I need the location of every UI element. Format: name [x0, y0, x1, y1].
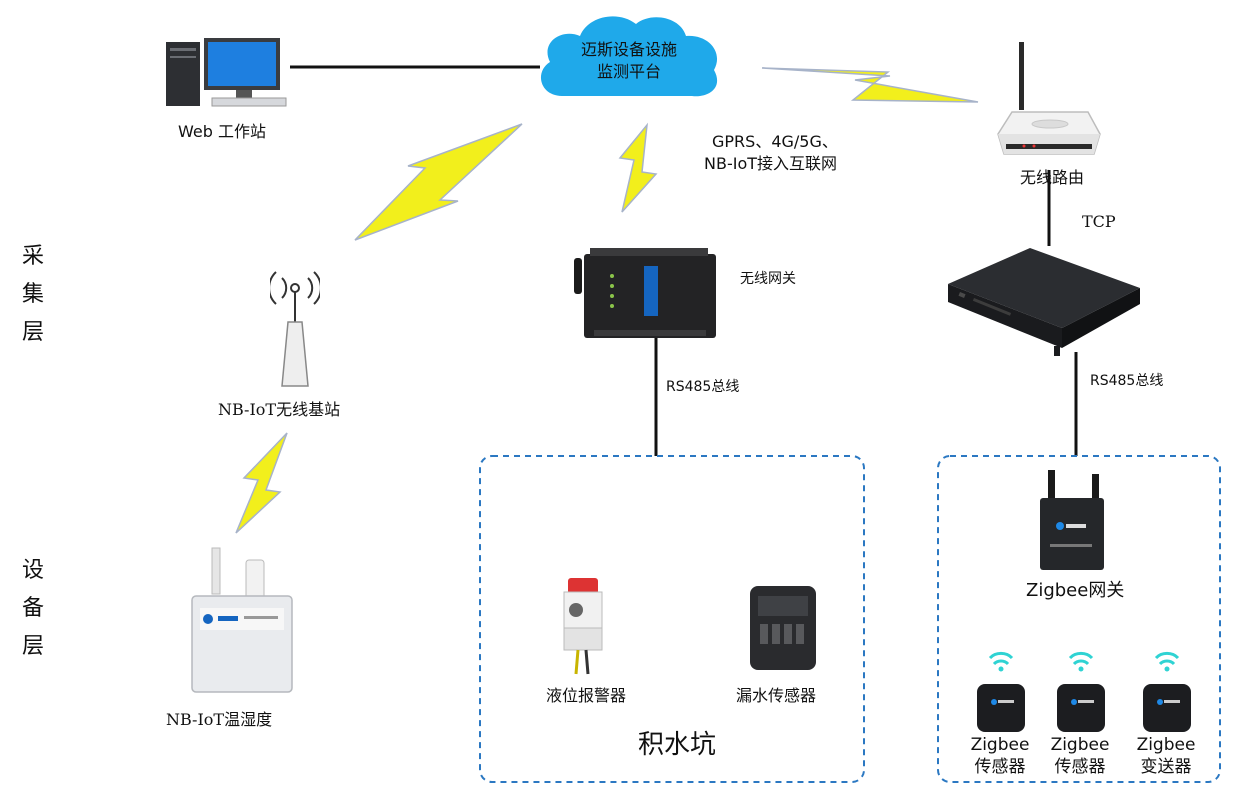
zigbee-device-1 — [974, 644, 1028, 738]
nb-sensor-label: NB-IoT温湿度 — [166, 710, 273, 729]
zigbee-device-2-label: Zigbee 传感器 — [1046, 734, 1114, 778]
lightning-bolt-cloud-router — [761, 67, 979, 103]
tcp-label: TCP — [1082, 212, 1116, 231]
zigbee-device-2-line1: Zigbee — [1050, 735, 1110, 755]
zigbee-device-1-line1: Zigbee — [970, 735, 1030, 755]
lightning-bolt-cloud-nb — [354, 123, 523, 241]
device-layer-label: 设备层 — [21, 558, 44, 659]
leak-sensor-label: 漏水传感器 — [736, 686, 817, 705]
workstation-icon — [166, 38, 287, 107]
rs485-right-label: RS485总线 — [1090, 373, 1164, 389]
network-label-line2: NB-IoT接入互联网 — [704, 154, 838, 173]
cloud-title-line2: 监测平台 — [596, 62, 661, 81]
workstation-label: Web 工作站 — [178, 122, 266, 141]
zigbee-device-1-line2: 传感器 — [974, 757, 1026, 777]
base-station-icon — [270, 271, 320, 387]
gateway-label: 无线网关 — [740, 271, 796, 287]
router-icon — [997, 42, 1101, 155]
zigbee-device-2 — [1054, 644, 1108, 738]
pit-title: 积水坑 — [638, 730, 717, 760]
zigbee-device-3 — [1140, 644, 1194, 738]
zigbee-gateway-label: Zigbee网关 — [1026, 580, 1125, 601]
zigbee-sensor-icon — [1057, 651, 1105, 732]
nb-sensor-icon — [191, 547, 293, 693]
leak-sensor-icon — [750, 586, 816, 670]
network-label-line1: GPRS、4G/5G、 — [712, 132, 838, 151]
zigbee-device-3-line2: 变送器 — [1140, 757, 1192, 777]
zigbee-device-1-label: Zigbee 传感器 — [966, 734, 1034, 778]
zigbee-gateway-icon — [1040, 470, 1104, 570]
zigbee-sensor-icon — [977, 651, 1025, 732]
zigbee-device-3-label: Zigbee 变送器 — [1132, 734, 1200, 778]
cloud-icon — [540, 16, 718, 97]
collect-layer-label: 采集层 — [21, 244, 44, 345]
rs485-left-label: RS485总线 — [666, 379, 740, 395]
server-icon — [948, 248, 1140, 356]
cloud-title-line1: 迈斯设备设施 — [580, 40, 677, 59]
level-alarm-icon — [563, 578, 603, 675]
level-alarm-label: 液位报警器 — [546, 686, 627, 705]
zigbee-device-3-line1: Zigbee — [1136, 735, 1196, 755]
lightning-bolt-cloud-gateway — [618, 122, 658, 213]
zigbee-transmitter-icon — [1143, 651, 1191, 732]
zigbee-dashed-box — [937, 455, 1221, 783]
zigbee-device-2-line2: 传感器 — [1054, 757, 1106, 777]
router-label: 无线路由 — [1020, 168, 1085, 187]
pit-dashed-box — [479, 455, 865, 783]
nb-station-label: NB-IoT无线基站 — [218, 400, 341, 419]
wireless-gateway-icon — [574, 248, 716, 338]
lightning-bolt-station-sensor — [235, 432, 288, 534]
